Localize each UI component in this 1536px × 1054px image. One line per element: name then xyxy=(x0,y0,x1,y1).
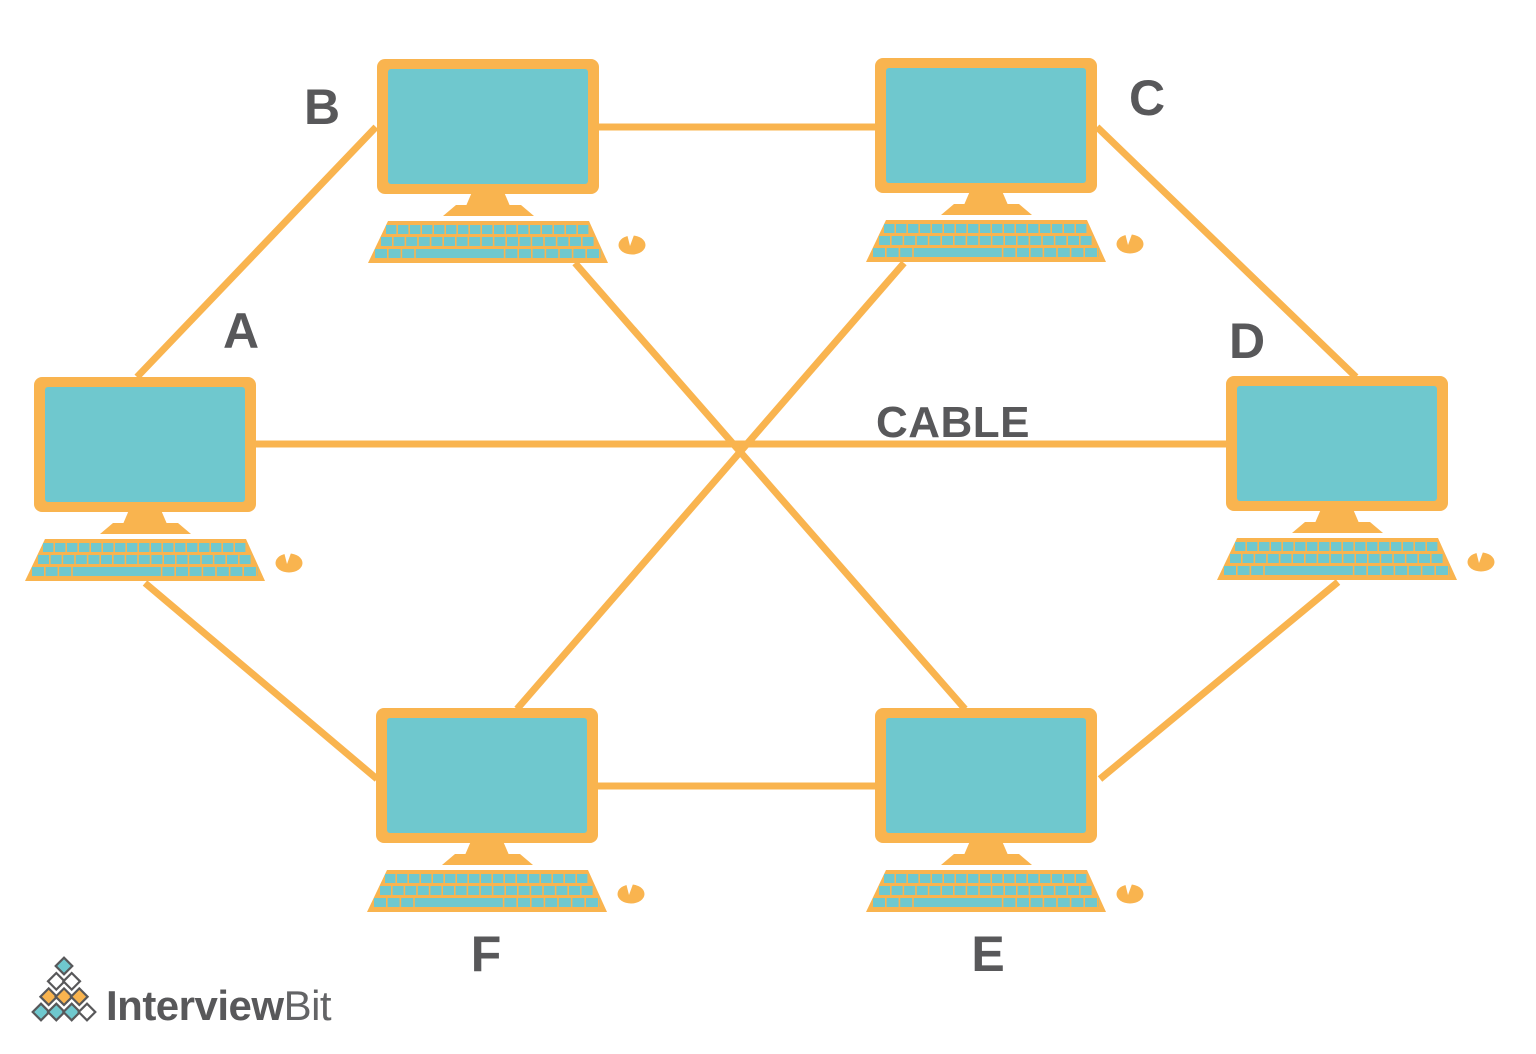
cable-c-d xyxy=(1094,124,1359,380)
cable-a-b xyxy=(134,124,379,380)
cable-f-a xyxy=(142,580,380,782)
node-label-e: E xyxy=(971,926,1004,982)
logo-wordmark: InterviewBit xyxy=(106,982,332,1029)
node-label-a: A xyxy=(223,303,259,359)
node-labels: A B C D E F xyxy=(223,70,1265,982)
computer-node-d xyxy=(1217,376,1495,580)
node-label-d: D xyxy=(1229,313,1265,369)
cables xyxy=(134,123,1359,790)
interviewbit-logo: InterviewBit xyxy=(31,956,332,1029)
cable-d-e xyxy=(1097,579,1341,782)
node-label-f: F xyxy=(471,926,502,982)
cable-b-e xyxy=(572,260,968,712)
cable-c-f xyxy=(514,260,907,712)
logo-text-interview: Interview xyxy=(106,982,284,1029)
computer-node-c xyxy=(866,58,1144,262)
logo-pyramid-icon xyxy=(31,956,97,1022)
computer-node-a xyxy=(25,377,303,581)
logo-text-bit: Bit xyxy=(284,982,332,1029)
computer-node-e xyxy=(866,708,1144,912)
node-label-b: B xyxy=(304,79,340,135)
cable-annotation-label: CABLE xyxy=(876,398,1030,447)
node-label-c: C xyxy=(1129,70,1165,126)
computer-node-f xyxy=(367,708,645,912)
computer-node-b xyxy=(368,59,646,263)
